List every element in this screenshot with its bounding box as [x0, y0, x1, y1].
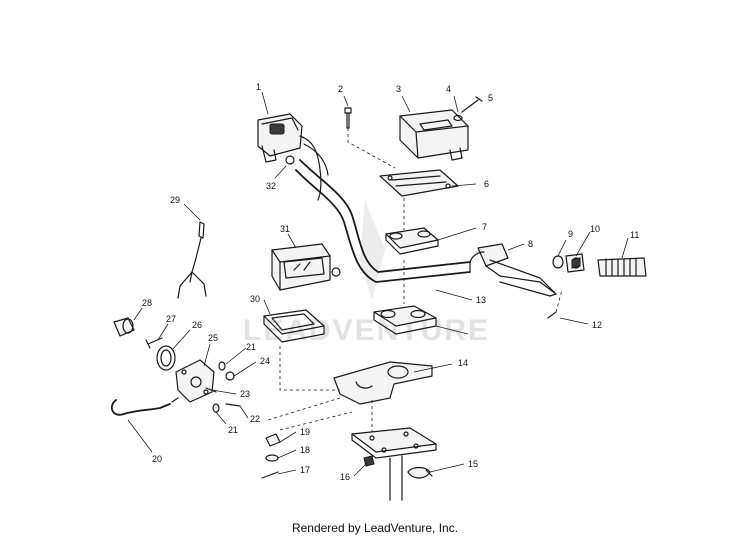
- part-26-ring: [156, 345, 176, 371]
- part-24-nut: [225, 371, 235, 381]
- part-11-handgrip: [597, 257, 647, 277]
- callout-27: 27: [166, 314, 176, 324]
- part-5-screw: [461, 96, 483, 113]
- part-2-screw: [344, 107, 396, 169]
- callout-31: 31: [280, 224, 290, 234]
- part-27-screw: [145, 337, 163, 349]
- callout-23: 23: [240, 389, 250, 399]
- callout-17: 17: [300, 465, 310, 475]
- callout-24: 24: [260, 356, 270, 366]
- part-19-clip: [265, 433, 281, 447]
- callout-15: 15: [468, 459, 478, 469]
- callout-7-upper: 7: [482, 222, 487, 232]
- part-14-mounting-plate: [333, 361, 433, 405]
- part-7-riser-clamp-lower: [373, 198, 437, 335]
- part-32-bolt: [274, 155, 295, 179]
- footer-credit: Rendered by LeadVenture, Inc.: [291, 521, 459, 535]
- callout-26: 26: [192, 320, 202, 330]
- part-8-brake-lever: [469, 243, 557, 297]
- part-15-clamp: [407, 466, 433, 479]
- part-18-washer: [265, 454, 279, 462]
- handlebar: [295, 159, 471, 283]
- callout-2: 2: [338, 84, 343, 94]
- callout-18: 18: [300, 445, 310, 455]
- callout-20: 20: [152, 454, 162, 464]
- callout-11: 11: [630, 230, 639, 240]
- callout-30: 30: [250, 294, 260, 304]
- callout-22: 22: [250, 414, 260, 424]
- part-31-speedometer: [271, 243, 341, 291]
- callout-1: 1: [256, 82, 261, 92]
- callout-9: 9: [568, 229, 573, 239]
- part-3-switch-housing: [399, 109, 469, 161]
- callout-14: 14: [458, 358, 468, 368]
- callouts: 1 2 3 4 5 6 7 8 9 10 11 12 13 14 15 16 1…: [142, 82, 639, 482]
- part-12-screw: [547, 289, 563, 319]
- part-7-riser-clamp-upper: [385, 227, 439, 255]
- callout-5: 5: [488, 93, 493, 103]
- part-6-clamp-plate: [379, 169, 459, 197]
- callout-25: 25: [208, 333, 218, 343]
- part-22-screw: [225, 403, 241, 407]
- part-28-bushing: [113, 317, 135, 337]
- callout-10: 10: [590, 224, 600, 234]
- part-21-washer-lower: [212, 403, 220, 413]
- routing-lines: [267, 346, 353, 431]
- callout-29: 29: [170, 195, 180, 205]
- part-17-pin: [261, 471, 279, 479]
- part-9-throttle-cap: [552, 255, 564, 269]
- leader-lines: [127, 91, 629, 477]
- master-cylinder-left: [257, 113, 329, 201]
- part-4-washer: [453, 114, 463, 122]
- callout-4: 4: [446, 84, 451, 94]
- part-23-fitting: [171, 387, 217, 403]
- part-20-cable: [110, 399, 171, 416]
- callout-8: 8: [528, 239, 533, 249]
- callout-32: 32: [266, 181, 276, 191]
- callout-6: 6: [484, 179, 489, 189]
- part-30-seal: [263, 309, 325, 343]
- steering-post: [351, 400, 437, 501]
- callout-21-lower: 21: [228, 425, 238, 435]
- part-10-throttle-housing: [565, 253, 585, 273]
- callout-12: 12: [592, 320, 602, 330]
- callout-3: 3: [396, 84, 401, 94]
- callout-16: 16: [340, 472, 350, 482]
- callout-21-upper: 21: [246, 342, 256, 352]
- part-25-bracket: [175, 359, 215, 403]
- callout-13: 13: [476, 295, 486, 305]
- part-21-washer-upper: [218, 361, 226, 371]
- callout-19: 19: [300, 427, 310, 437]
- part-29-cable: [177, 221, 207, 299]
- callout-28: 28: [142, 298, 152, 308]
